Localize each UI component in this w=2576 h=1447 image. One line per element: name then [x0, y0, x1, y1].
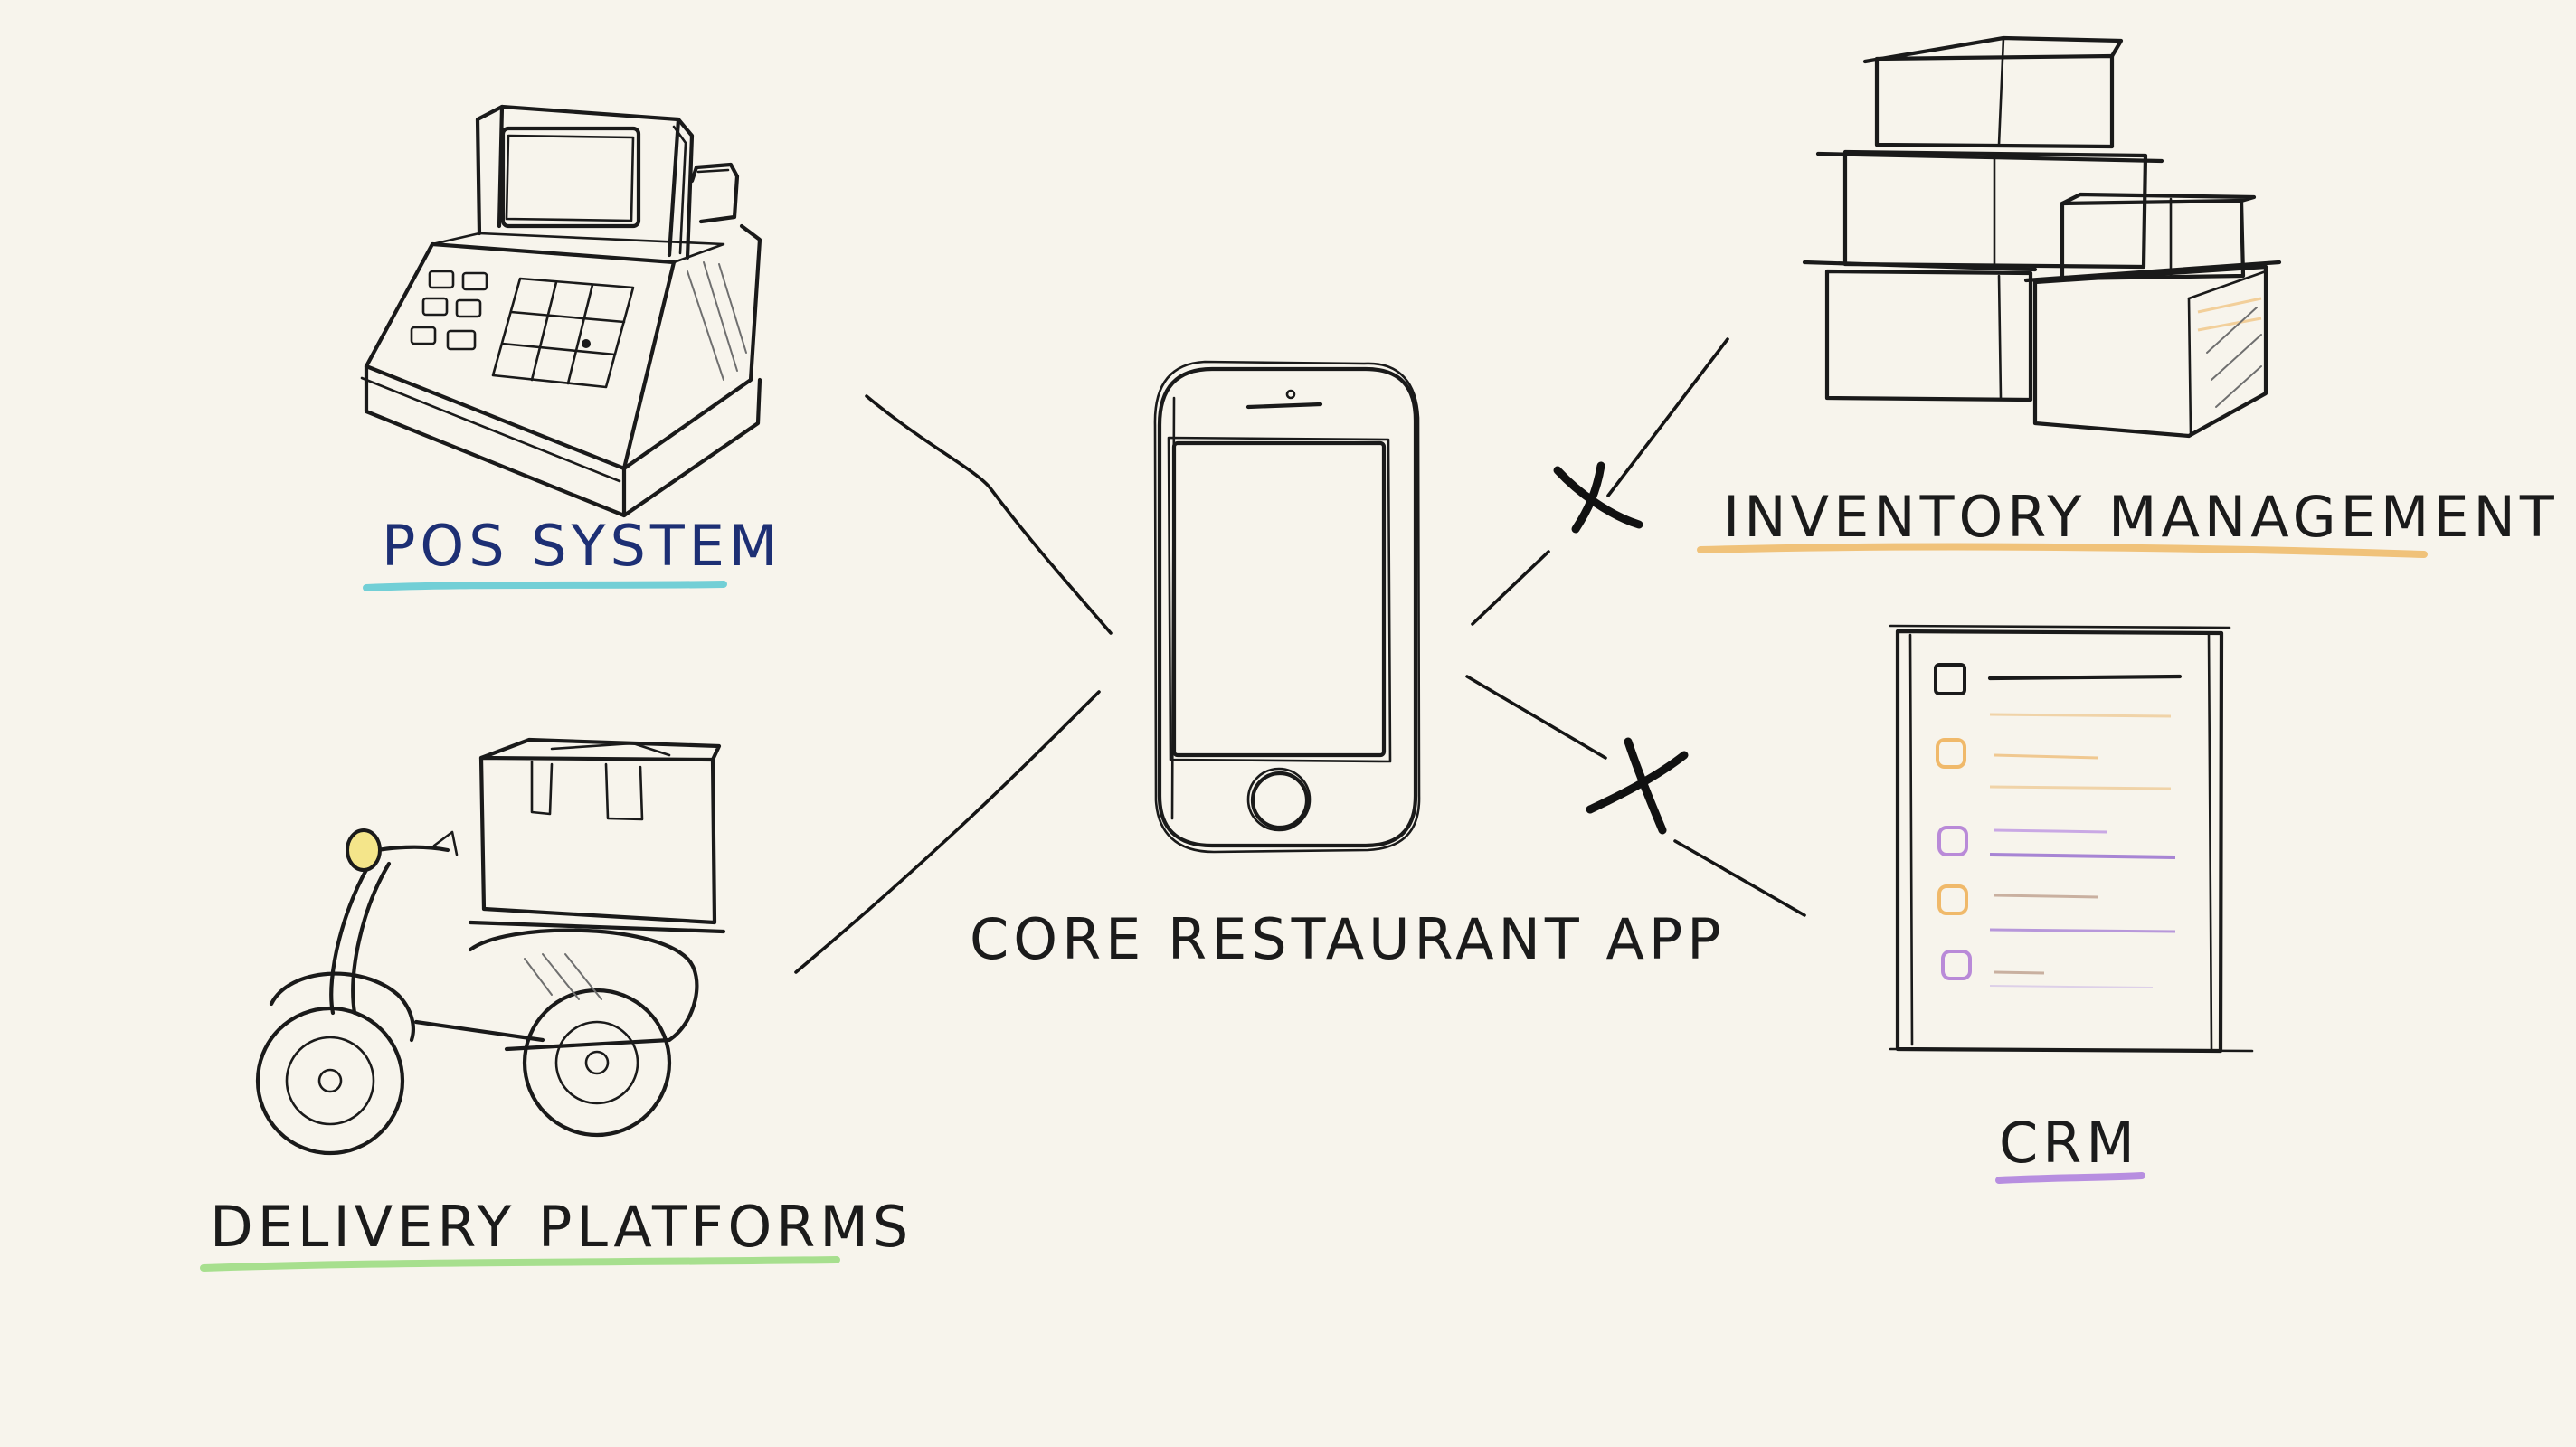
cash-register-icon — [360, 104, 762, 518]
box-stack-icon — [1802, 35, 2282, 439]
smartphone-icon — [1153, 360, 1421, 854]
inventory-underline — [1697, 543, 2428, 558]
checklist-icon — [1889, 624, 2254, 1054]
crm-underline — [1995, 1172, 2145, 1184]
crm-label: CRM — [1999, 1110, 2139, 1176]
center-label: CORE RESTAURANT APP — [970, 906, 1726, 972]
pos-underline — [363, 581, 727, 591]
broken-link-x-crm — [1586, 737, 1689, 835]
delivery-scooter-icon — [255, 737, 726, 1156]
inventory-label: INVENTORY MANAGEMENT — [1723, 484, 2559, 550]
delivery-underline — [200, 1256, 840, 1272]
broken-link-x-inventory — [1553, 461, 1643, 534]
delivery-label: DELIVERY PLATFORMS — [210, 1194, 913, 1260]
connector-pos — [865, 394, 1113, 635]
pos-label: POS SYSTEM — [382, 513, 781, 579]
connector-inventory — [1471, 337, 1729, 626]
connector-delivery — [794, 690, 1101, 974]
connector-crm — [1465, 675, 1806, 917]
